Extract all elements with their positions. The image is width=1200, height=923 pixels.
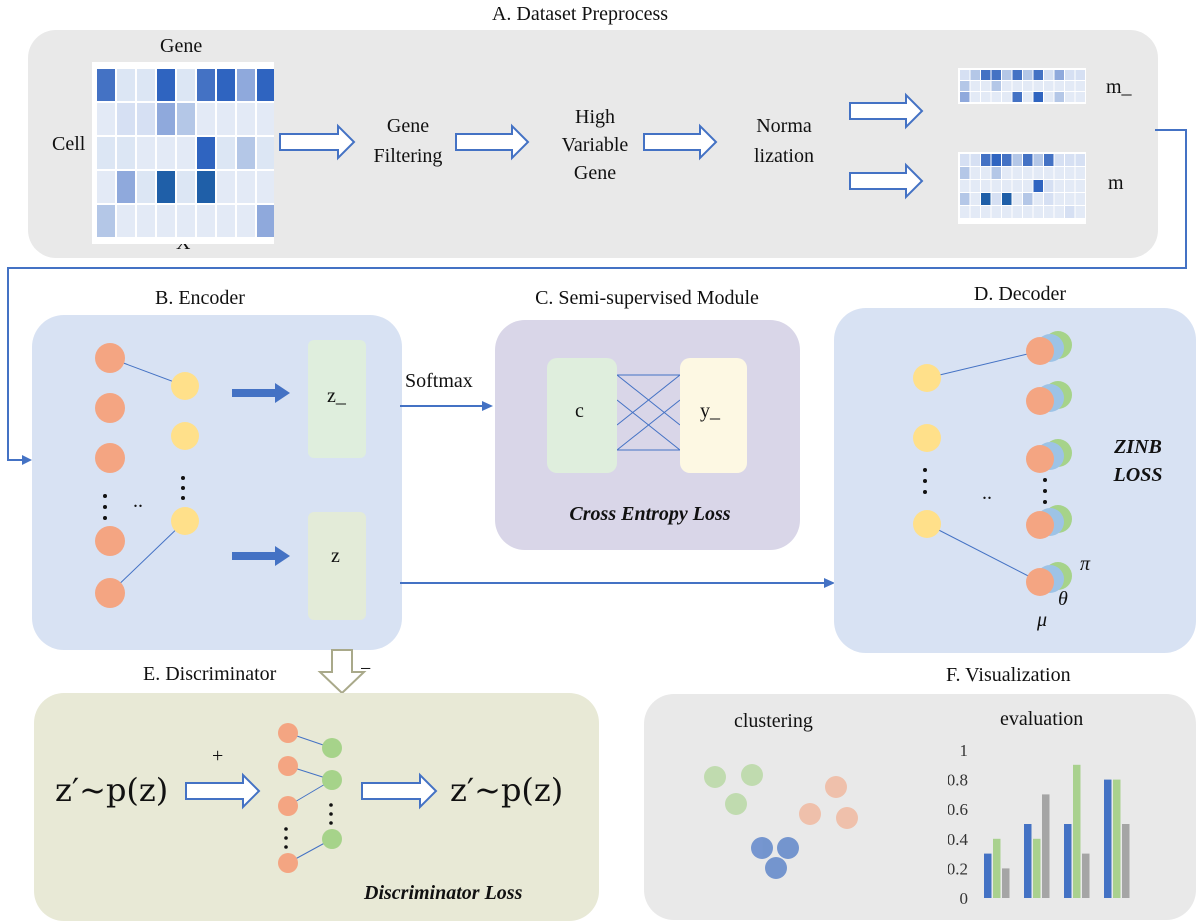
bar-0-0 (984, 853, 992, 898)
panel-b-title: B. Encoder (155, 287, 245, 309)
panel-f-title: F. Visualization (946, 664, 1071, 686)
panel-discriminator (34, 693, 599, 921)
bar-2-1 (1073, 764, 1081, 898)
latent-box-z (308, 512, 366, 620)
decoder-dots: .. (982, 482, 992, 504)
evaluation-label: evaluation (1000, 708, 1084, 730)
latent-label-z: z (331, 545, 340, 567)
bar-1-1 (1033, 838, 1041, 898)
bar-1-0 (1024, 824, 1032, 898)
y-tick-label: 0 (960, 889, 969, 906)
y-tick-label: 1 (960, 741, 969, 760)
cluster-box-c (547, 358, 617, 473)
y-tick-label: 0.8 (948, 771, 968, 790)
softmax-label: Softmax (405, 370, 473, 392)
pi-label: π (1080, 553, 1091, 575)
panel-semi-supervised (495, 320, 800, 550)
panel-e-title: E. Discriminator (143, 663, 277, 685)
latent-box-z- (308, 340, 366, 458)
input-matrix (92, 62, 274, 244)
bar-3-1 (1113, 779, 1121, 898)
label-box-y- (680, 358, 747, 473)
discriminator-loss-label: Discriminator Loss (364, 882, 523, 904)
bar-2-2 (1082, 853, 1090, 898)
theta-label: θ (1058, 588, 1068, 610)
prior-formula-left: z′~p(z) (55, 771, 169, 809)
label-y-: y_ (700, 400, 720, 422)
output-label-m-: m_ (1106, 76, 1132, 98)
bar-3-0 (1104, 779, 1112, 898)
prior-formula-right: z′~p(z) (450, 771, 564, 809)
y-tick-label: 0.4 (948, 830, 969, 849)
cross-entropy-loss-label: Cross Entropy Loss (569, 503, 731, 525)
bar-0-1 (993, 838, 1001, 898)
minus-sign: − (360, 658, 372, 680)
encoder-dots: .. (133, 490, 143, 512)
bar-3-2 (1122, 824, 1130, 898)
latent-label-z-: z_ (327, 385, 346, 407)
gene-axis-label: Gene (160, 35, 203, 57)
clustering-label: clustering (734, 710, 813, 732)
cross-connections (617, 374, 680, 451)
bar-0-2 (1002, 868, 1010, 898)
cell-axis-label: Cell (52, 133, 86, 155)
y-tick-label: 0.2 (948, 859, 968, 878)
panel-d-title: D. Decoder (973, 283, 1067, 305)
mu-label: μ (1037, 609, 1048, 631)
panel-c-title: C. Semi-supervised Module (535, 287, 759, 309)
evaluation-bar-chart: 0 0.2 0.4 0.6 0.8 1 (948, 741, 1130, 906)
output-label-m: m (1108, 172, 1124, 194)
output-matrix-m- (958, 68, 1086, 104)
bar-2-0 (1064, 824, 1072, 898)
plus-sign: + (212, 745, 224, 767)
output-matrix-m (958, 152, 1086, 224)
bar-1-2 (1042, 794, 1050, 898)
panel-a-title: A. Dataset Preprocess (491, 3, 669, 25)
y-tick-label: 0.6 (948, 800, 968, 819)
cluster-label-c: c (575, 400, 584, 422)
